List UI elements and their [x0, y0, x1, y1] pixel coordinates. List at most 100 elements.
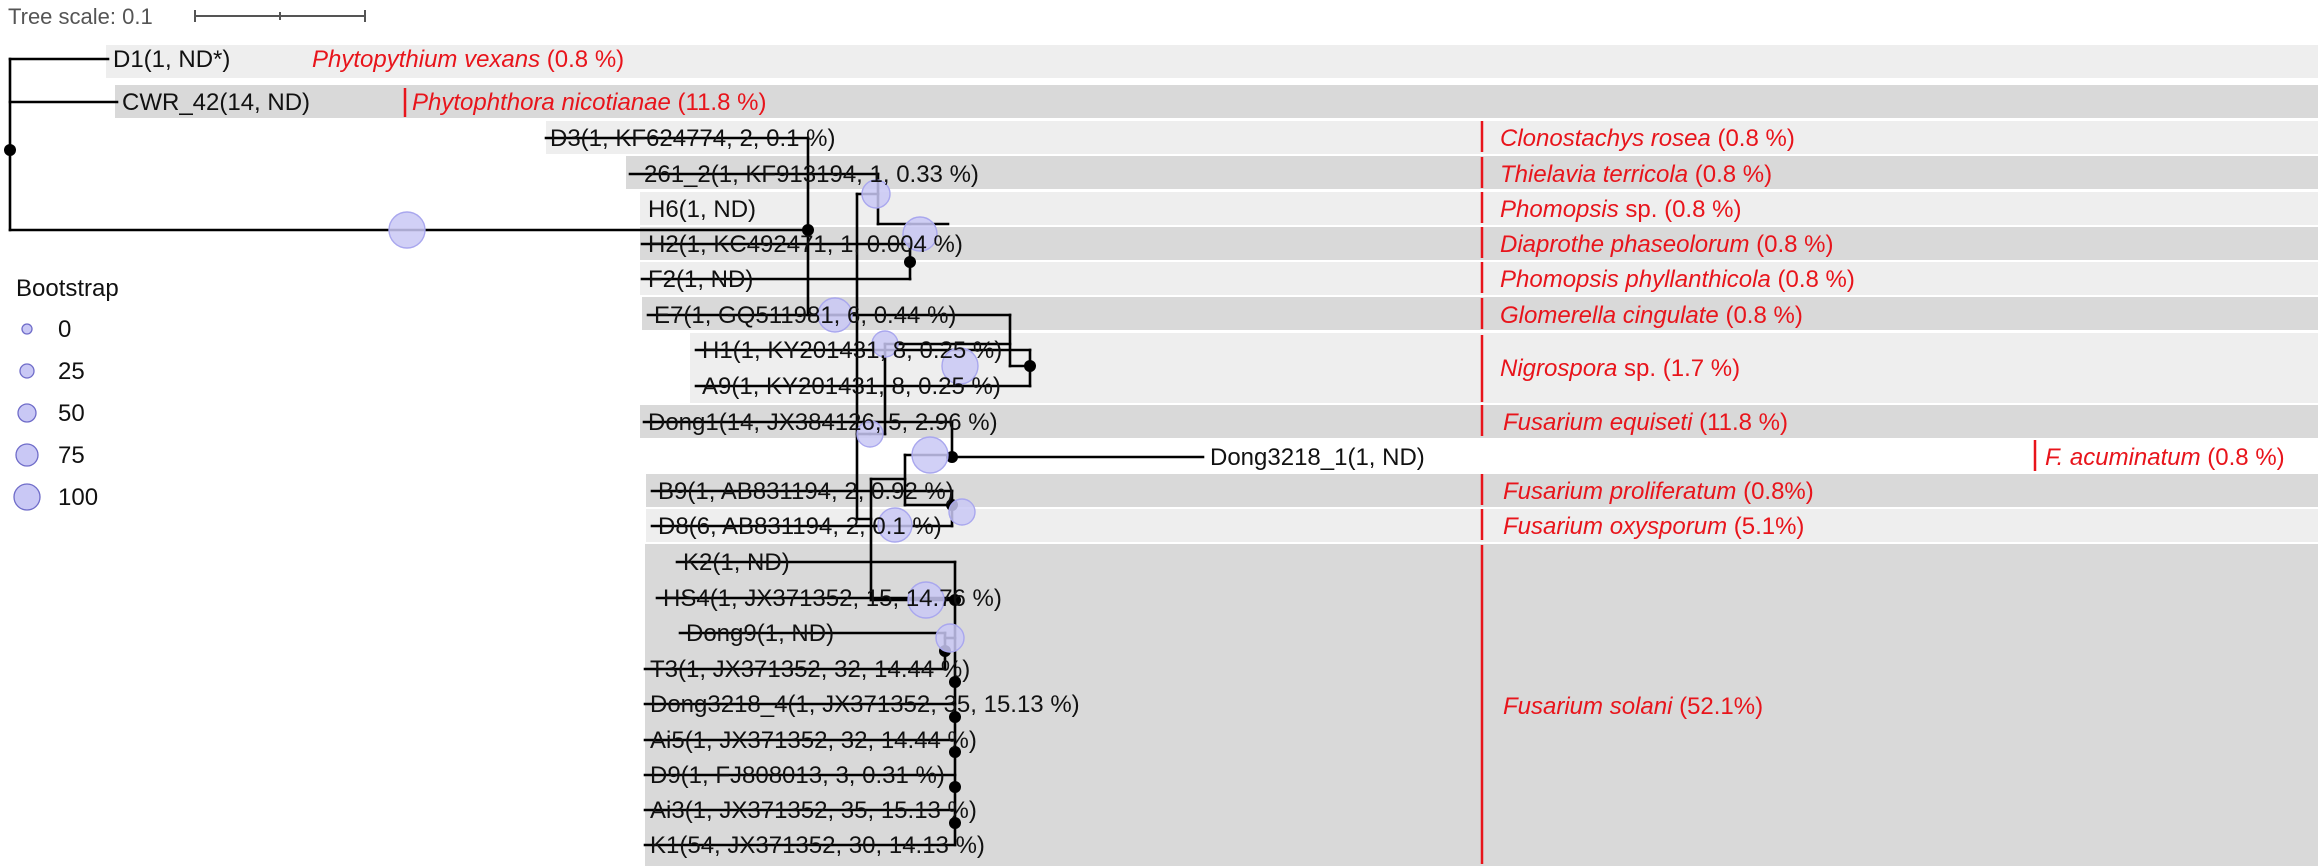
taxon-label-phomopsis-phyllanthicola: Phomopsis phyllanthicola (0.8 %)	[1500, 266, 1855, 293]
leaf-label-cwr-42: CWR_42(14, ND)	[122, 89, 310, 116]
band-d1	[106, 45, 2318, 78]
leaf-label-d1: D1(1, ND*)	[113, 46, 230, 73]
taxon-label-thielavia-terricola: Thielavia terricola (0.8 %)	[1500, 161, 1772, 188]
leaf-label-d3: D3(1, KF624774, 2, 0.1 %)	[550, 125, 836, 152]
taxon-species: Phomopsis	[1500, 196, 1619, 223]
leaf-label-k1: K1(54, JX371352, 30, 14.13 %)	[650, 832, 985, 859]
taxon-label-diaprothe-phaseolorum: Diaprothe phaseolorum (0.8 %)	[1500, 231, 1834, 258]
bootstrap-circle	[877, 507, 913, 543]
taxon-frequency: (0.8 %)	[2201, 444, 2285, 471]
taxon-label-fusarium-proliferatum: Fusarium proliferatum (0.8%)	[1503, 478, 1814, 505]
leaf-label-a9: A9(1, KY201431, 8, 0.25 %)	[702, 373, 1001, 400]
leaf-label-k2: K2(1, ND)	[683, 549, 790, 576]
taxon-frequency: (52.1%)	[1672, 693, 1763, 720]
bootstrap-circle	[861, 179, 891, 209]
taxon-frequency: (0.8 %)	[1719, 302, 1803, 329]
node-dot	[949, 781, 961, 793]
node-dot	[946, 451, 958, 463]
leaf-label-dong9: Dong9(1, ND)	[686, 620, 834, 647]
leaf-label-dong1: Dong1(14, JX384126, 5, 2.96 %)	[648, 409, 998, 436]
legend-circle-75	[15, 443, 39, 467]
node-dot	[949, 594, 961, 606]
node-dot	[1024, 360, 1036, 372]
legend-circle-25	[19, 363, 35, 379]
bootstrap-circle	[911, 436, 949, 474]
taxon-label-fusarium-equiseti: Fusarium equiseti (11.8 %)	[1503, 409, 1788, 436]
taxon-species: Fusarium oxysporum	[1503, 513, 1727, 540]
leaf-label-h6: H6(1, ND)	[648, 196, 756, 223]
leaf-label-h2: H2(1, KC492471, 1, 0.004 %)	[648, 231, 963, 258]
taxon-species: Fusarium proliferatum	[1503, 478, 1736, 505]
taxon-label-clonostachys-rosea: Clonostachys rosea (0.8 %)	[1500, 125, 1795, 152]
band-cwr42	[115, 85, 2318, 118]
leaf-label-b9: B9(1, AB831194, 2, 0.92 %)	[658, 478, 954, 505]
bootstrap-circle	[948, 498, 976, 526]
taxon-species: Fusarium equiseti	[1503, 409, 1693, 436]
leaf-label-e7: E7(1, GQ511981, 6, 0.44 %)	[654, 302, 956, 329]
taxon-species: Clonostachys rosea	[1500, 125, 1711, 152]
node-dot	[949, 817, 961, 829]
leaf-label-d9: D9(1, FJ808013, 3, 0.31 %)	[650, 762, 945, 789]
tree-scale-label: Tree scale: 0.1	[8, 4, 153, 29]
band-261-2	[626, 156, 2318, 189]
taxon-frequency: (0.8 %)	[1771, 266, 1855, 293]
taxon-label-fusarium-oxysporum: Fusarium oxysporum (5.1%)	[1503, 513, 1804, 540]
band-f2	[640, 262, 2318, 295]
leaf-label-dong3218-1: Dong3218_1(1, ND)	[1210, 444, 1425, 471]
taxon-frequency: (11.8 %)	[671, 89, 767, 116]
taxon-frequency: (0.8%)	[1736, 478, 1813, 505]
legend-label-25: 25	[58, 358, 85, 385]
taxon-species: Phytopythium vexans	[312, 46, 540, 73]
leaf-label-d8: D8(6, AB831194, 2, 0.1 %)	[658, 513, 942, 540]
bootstrap-circle	[871, 330, 899, 358]
legend-label-50: 50	[58, 400, 85, 427]
leaf-label-h1: H1(1, KY201431, 8, 0.25 %)	[702, 337, 1002, 364]
taxon-frequency: (11.8 %)	[1692, 409, 1788, 436]
node-dot	[904, 256, 916, 268]
legend-title: Bootstrap	[16, 275, 119, 302]
taxon-label-f-acuminatum: F. acuminatum (0.8 %)	[2045, 444, 2285, 471]
bootstrap-circle	[941, 347, 979, 385]
legend-circle-50	[17, 403, 37, 423]
node-dot	[4, 144, 16, 156]
bootstrap-circle	[902, 216, 938, 252]
leaf-label-f2: F2(1, ND)	[648, 266, 753, 293]
taxon-frequency: (0.8 %)	[1711, 125, 1795, 152]
taxon-frequency: (0.8 %)	[1749, 231, 1833, 258]
taxon-label-nigrospora-sp: Nigrospora sp. (1.7 %)	[1500, 355, 1740, 382]
node-dot	[802, 224, 814, 236]
leaf-label-dong3218-4: Dong3218_4(1, JX371352, 35, 15.13 %)	[650, 691, 1080, 718]
node-dot	[949, 711, 961, 723]
taxon-frequency: sp. (1.7 %)	[1617, 355, 1740, 382]
bootstrap-circle	[935, 623, 965, 653]
legend-label-100: 100	[58, 484, 98, 511]
taxon-species: Phomopsis phyllanthicola	[1500, 266, 1771, 293]
leaf-label-ai3: Ai3(1, JX371352, 35, 15.13 %)	[650, 797, 977, 824]
taxon-label-phytopythium-vexans: Phytopythium vexans (0.8 %)	[312, 46, 624, 73]
taxon-label-fusarium-solani: Fusarium solani (52.1%)	[1503, 693, 1763, 720]
taxon-species: F. acuminatum	[2045, 444, 2201, 471]
taxon-label-glomerella-cingulate: Glomerella cingulate (0.8 %)	[1500, 302, 1803, 329]
taxon-species: Fusarium solani	[1503, 693, 1673, 720]
legend-circle-0	[21, 323, 33, 335]
node-dot	[949, 676, 961, 688]
legend-circle-100	[13, 483, 41, 511]
band-h6	[640, 192, 2318, 225]
taxon-species: Thielavia terricola	[1500, 161, 1688, 188]
band-d3	[546, 121, 2318, 154]
legend-label-75: 75	[58, 442, 85, 469]
node-dot	[949, 746, 961, 758]
bootstrap-circle	[817, 297, 853, 333]
taxon-frequency: sp. (0.8 %)	[1619, 196, 1742, 223]
legend-label-0: 0	[58, 316, 71, 343]
taxon-frequency: (0.8 %)	[540, 46, 624, 73]
bootstrap-circle	[856, 420, 884, 448]
taxon-label-phytophthora-nicotianae: Phytophthora nicotianae (11.8 %)	[412, 89, 766, 116]
leaf-label-hs4: HS4(1, JX371352, 15, 14.76 %)	[663, 585, 1002, 612]
bootstrap-circle	[907, 581, 945, 619]
taxon-species: Phytophthora nicotianae	[412, 89, 671, 116]
leaf-label-261-2: 261_2(1, KF913194, 1, 0.33 %)	[644, 161, 979, 188]
taxon-species: Diaprothe phaseolorum	[1500, 231, 1749, 258]
taxon-species: Glomerella cingulate	[1500, 302, 1719, 329]
